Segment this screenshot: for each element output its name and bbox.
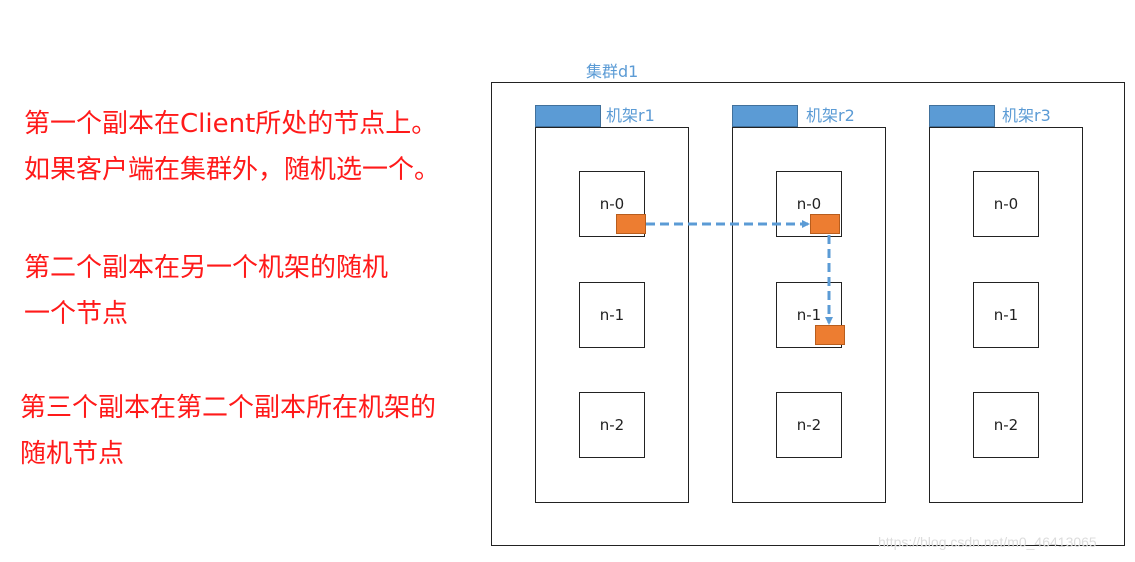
note-line: 一个节点 xyxy=(24,299,129,329)
rack-label-r3: 机架r3 xyxy=(1002,106,1051,125)
node-r3-n0: n-0 xyxy=(973,171,1039,237)
watermark: https://blog.csdn.net/m0_46413065 xyxy=(878,534,1097,550)
node-r1-n2: n-2 xyxy=(579,392,645,458)
rack-label-r1: 机架r1 xyxy=(606,106,655,125)
rack-tab-r3 xyxy=(929,105,995,127)
note-line: 第三个副本在第二个副本所在机架的 xyxy=(20,393,437,423)
node-r3-n1: n-1 xyxy=(973,282,1039,348)
replica-block-2 xyxy=(810,214,840,234)
note-line: 随机节点 xyxy=(20,439,125,469)
cluster-label: 集群d1 xyxy=(586,62,639,81)
node-r3-n2: n-2 xyxy=(973,392,1039,458)
rack-r2 xyxy=(732,127,886,503)
node-r1-n1: n-1 xyxy=(579,282,645,348)
note-second-replica: 第二个副本在另一个机架的随机 一个节点 xyxy=(24,245,388,337)
cluster-box xyxy=(491,82,1125,546)
rack-r3 xyxy=(929,127,1083,503)
rack-label-r2: 机架r2 xyxy=(806,106,855,125)
note-third-replica: 第三个副本在第二个副本所在机架的 随机节点 xyxy=(20,385,436,477)
rack-tab-r2 xyxy=(732,105,798,127)
note-first-replica: 第一个副本在Client所处的节点上。 如果客户端在集群外，随机选一个。 xyxy=(24,101,440,193)
note-line: 第二个副本在另一个机架的随机 xyxy=(24,253,389,283)
replica-block-1 xyxy=(616,214,646,234)
rack-tab-r1 xyxy=(535,105,601,127)
node-r2-n2: n-2 xyxy=(776,392,842,458)
replica-block-3 xyxy=(815,325,845,345)
rack-r1 xyxy=(535,127,689,503)
note-line: 如果客户端在集群外，随机选一个。 xyxy=(24,155,441,185)
note-line: 第一个副本在Client所处的节点上。 xyxy=(24,109,438,139)
